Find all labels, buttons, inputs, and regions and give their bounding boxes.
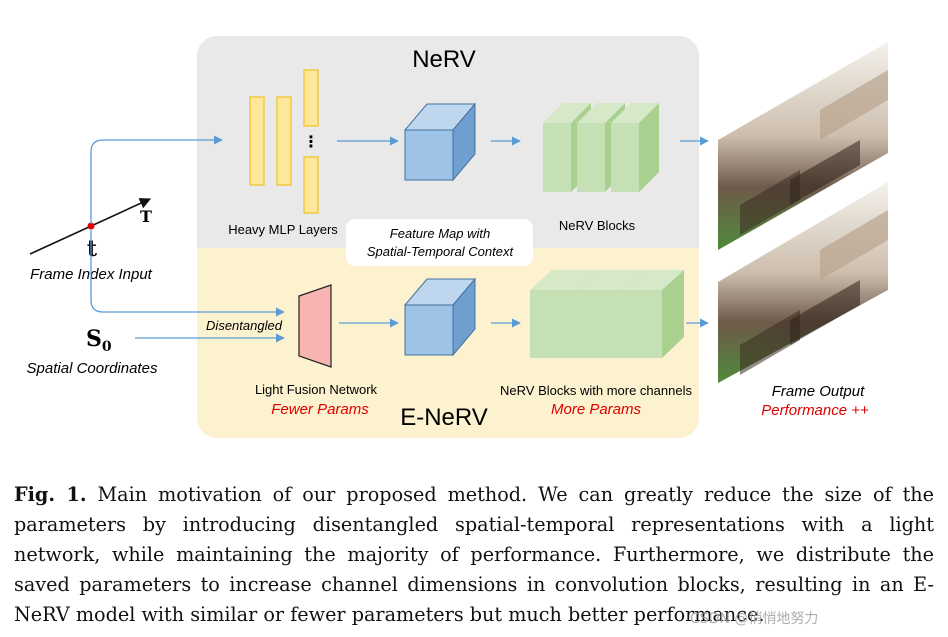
time-to-fusion-arrow: [90, 230, 285, 317]
watermark: CSDN @悄悄地努力: [690, 611, 819, 627]
time-axis-symbol: T: [140, 207, 152, 226]
mlp-layer: [303, 156, 319, 214]
enerv-blocks-label: NeRV Blocks with more channels: [500, 383, 692, 398]
time-symbol: t: [87, 236, 98, 262]
mlp-layer: [303, 69, 319, 127]
output-frame-nerv: [718, 42, 888, 250]
mlp-layers: ⋮: [249, 69, 319, 214]
spatial-symbol: S0: [86, 326, 112, 355]
more-params-label: More Params: [551, 401, 642, 418]
feature-map-callout: [346, 219, 533, 266]
caption-label: Fig. 1.: [14, 483, 87, 506]
nerv-title: NeRV: [412, 46, 476, 73]
figure-caption: Fig. 1. Main motivation of our proposed …: [14, 480, 934, 630]
time-to-mlp-arrow: [90, 135, 223, 224]
time-point: [87, 222, 95, 230]
mlp-layer: [249, 96, 265, 186]
feature-map-label-2: Spatial-Temporal Context: [367, 244, 515, 259]
enerv-blocks: [530, 270, 684, 358]
mlp-layer: [276, 96, 292, 186]
nerv-blocks: [543, 103, 659, 192]
nerv-blocks-label: NeRV Blocks: [559, 218, 636, 233]
mlp-label: Heavy MLP Layers: [228, 222, 338, 237]
feature-map-cube-nerv: [403, 102, 477, 182]
mlp-dots: ⋮: [303, 132, 319, 151]
frame-output-label: Frame Output: [772, 383, 865, 400]
spatial-label: Spatial Coordinates: [27, 360, 158, 377]
caption-text: Main motivation of our proposed method. …: [14, 483, 934, 626]
light-fusion-label: Light Fusion Network: [255, 382, 378, 397]
feature-map-cube-enerv: [403, 277, 477, 357]
fewer-params-label: Fewer Params: [271, 401, 369, 418]
light-fusion-network: [298, 284, 332, 368]
output-frame-enerv: [718, 182, 888, 383]
method-diagram: NeRV E-NeRV t T Frame Index Input S0 Spa…: [27, 36, 888, 438]
performance-label: Performance ++: [761, 402, 869, 419]
enerv-title: E-NeRV: [400, 404, 488, 431]
disentangled-label: Disentangled: [206, 318, 283, 333]
feature-map-label-1: Feature Map with: [390, 226, 490, 241]
